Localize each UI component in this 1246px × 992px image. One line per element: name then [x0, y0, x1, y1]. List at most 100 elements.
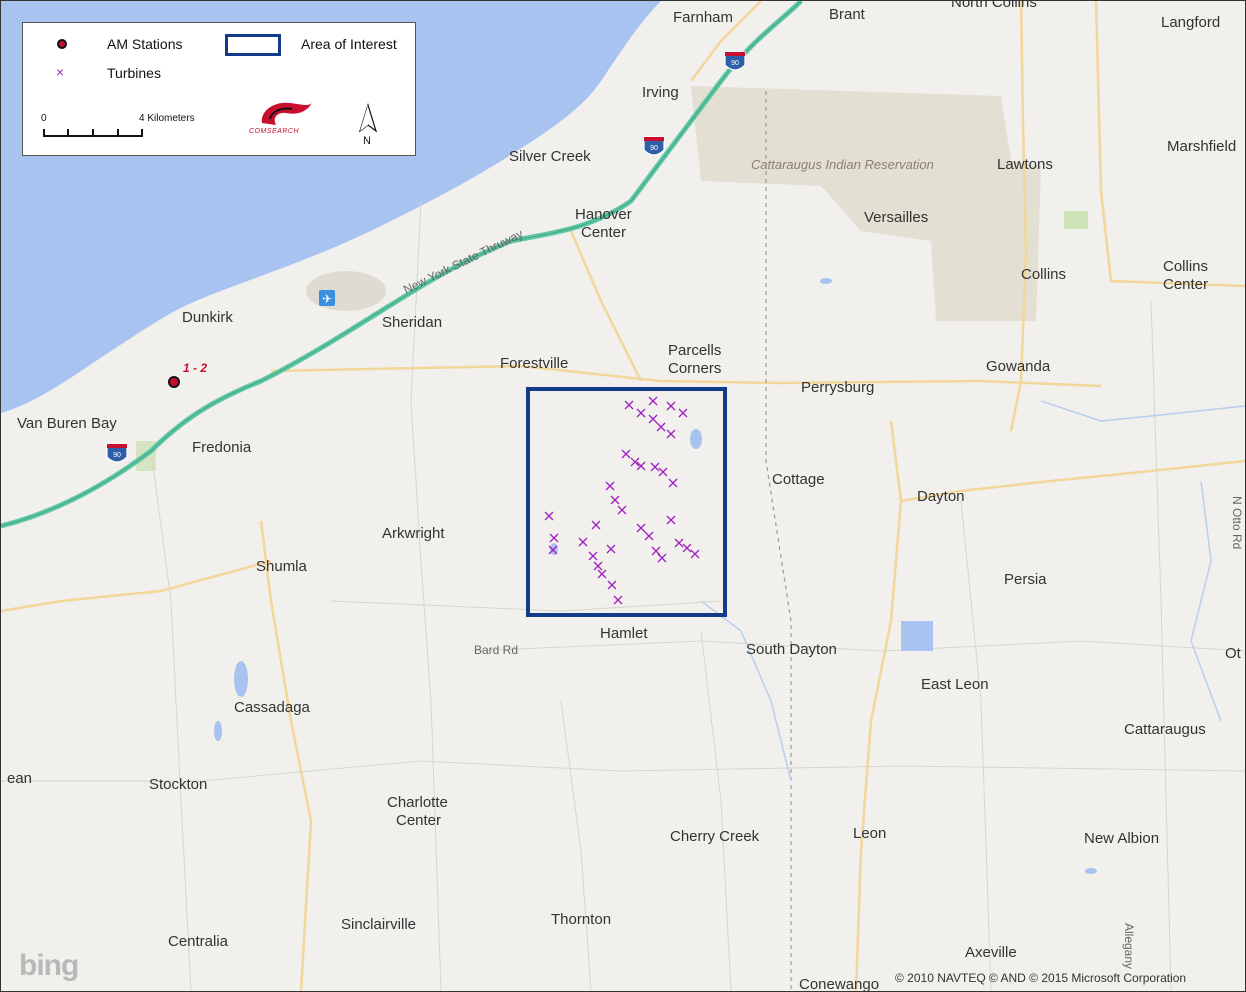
turbine-marker[interactable] [648, 414, 658, 424]
turbine-marker[interactable] [591, 520, 601, 530]
scale-end-label: 4 Kilometers [139, 113, 195, 124]
turbine-marker[interactable] [636, 408, 646, 418]
i90-shields: 90 90 90 [106, 51, 746, 463]
label-versailles: Versailles [864, 209, 928, 226]
north-arrow-icon [358, 103, 378, 133]
turbine-marker[interactable] [648, 396, 658, 406]
label-langford: Langford [1161, 14, 1220, 31]
county-line [765, 91, 792, 991]
turbine-marker[interactable] [588, 551, 598, 561]
turbine-marker[interactable] [621, 449, 631, 459]
label-reservation: Cattaraugus Indian Reservation [751, 157, 934, 172]
turbine-marker[interactable] [549, 533, 559, 543]
label-charlotte: Charlotte [387, 794, 448, 811]
turbine-marker[interactable] [674, 538, 684, 548]
turbine-marker[interactable] [650, 462, 660, 472]
area-of-interest [526, 387, 727, 617]
label-collins: Collins [1021, 266, 1066, 283]
bing-logo: bing [19, 949, 79, 982]
label-centralia: Centralia [168, 933, 229, 950]
label-allegany: Allegany [1122, 923, 1136, 969]
label-sinclairville: Sinclairville [341, 916, 416, 933]
turbine-marker[interactable] [606, 544, 616, 554]
shield-label: 90 [731, 60, 739, 67]
area-of-interest-legend-icon [225, 34, 281, 56]
label-hanover-center: Center [581, 224, 626, 241]
label-dunkirk: Dunkirk [182, 309, 233, 326]
svg-text:✈: ✈ [322, 292, 332, 306]
turbine-marker[interactable] [605, 481, 615, 491]
label-hamlet: Hamlet [600, 625, 648, 642]
turbine-markers [544, 396, 700, 605]
label-collins-center-2: Center [1163, 276, 1208, 293]
turbine-marker[interactable] [636, 461, 646, 471]
turbine-marker[interactable] [690, 549, 700, 559]
label-axeville: Axeville [965, 944, 1017, 961]
ponds [214, 278, 1097, 874]
turbine-marker[interactable] [678, 408, 688, 418]
turbine-marker[interactable] [607, 580, 617, 590]
turbine-marker[interactable] [682, 543, 692, 553]
label-ean: ean [7, 770, 32, 787]
scale-bar [43, 127, 143, 137]
airport-icon: ✈ [319, 290, 335, 306]
turbine-marker[interactable] [593, 561, 603, 571]
label-bard-rd: Bard Rd [474, 643, 518, 657]
turbine-marker[interactable] [658, 467, 668, 477]
label-cassadaga: Cassadaga [234, 699, 311, 716]
turbine-marker[interactable] [636, 523, 646, 533]
label-arkwright: Arkwright [382, 525, 445, 542]
label-persia: Persia [1004, 571, 1047, 588]
turbine-legend-icon: × [56, 64, 65, 80]
label-farnham: Farnham [673, 9, 733, 26]
turbine-marker[interactable] [666, 515, 676, 525]
label-cherry-creek: Cherry Creek [670, 828, 760, 845]
label-south-dayton: South Dayton [746, 641, 837, 658]
label-cattaraugus: Cattaraugus [1124, 721, 1206, 738]
label-gowanda: Gowanda [986, 358, 1051, 375]
turbine-marker[interactable] [617, 505, 627, 515]
label-marshfield: Marshfield [1167, 138, 1236, 155]
turbine-marker[interactable] [610, 495, 620, 505]
label-hanover: Hanover [575, 206, 632, 223]
label-perrysburg: Perrysburg [801, 379, 874, 396]
park-area [1064, 211, 1088, 229]
label-stockton: Stockton [149, 776, 207, 793]
am-station-legend-icon [57, 39, 67, 49]
turbine-marker[interactable] [656, 422, 666, 432]
station-label: 1 - 2 [183, 361, 207, 375]
turbine-marker[interactable] [651, 546, 661, 556]
label-thornton: Thornton [551, 911, 611, 928]
label-forestville: Forestville [500, 355, 568, 372]
shield-label: 90 [113, 452, 121, 459]
turbine-marker[interactable] [613, 595, 623, 605]
turbine-marker[interactable] [544, 511, 554, 521]
turbine-marker[interactable] [548, 545, 558, 555]
turbine-marker[interactable] [578, 537, 588, 547]
label-collins-center-1: Collins [1163, 258, 1208, 275]
dunkirk-urban [306, 271, 386, 311]
turbine-marker[interactable] [657, 553, 667, 563]
turbine-marker[interactable] [630, 457, 640, 467]
label-lawtons: Lawtons [997, 156, 1053, 173]
turbine-marker[interactable] [668, 478, 678, 488]
label-east-leon: East Leon [921, 676, 989, 693]
turbine-marker[interactable] [666, 401, 676, 411]
label-dayton: Dayton [917, 488, 965, 505]
copyright-notice: © 2010 NAVTEQ © AND © 2015 Microsoft Cor… [895, 971, 1187, 985]
minor-roads [1, 200, 1245, 991]
comsearch-logo-text: COMSEARCH [249, 128, 300, 135]
label-brant: Brant [829, 6, 866, 23]
scale-start-label: 0 [41, 113, 47, 124]
turbine-marker[interactable] [624, 400, 634, 410]
reservation-area [691, 86, 1041, 321]
label-fredonia: Fredonia [192, 439, 252, 456]
am-station-marker[interactable] [168, 376, 180, 388]
turbine-marker[interactable] [644, 531, 654, 541]
turbine-marker[interactable] [666, 429, 676, 439]
turbine-marker[interactable] [597, 569, 607, 579]
area-of-interest-label: Area of Interest [301, 36, 397, 52]
label-conewango: Conewango [799, 976, 879, 991]
